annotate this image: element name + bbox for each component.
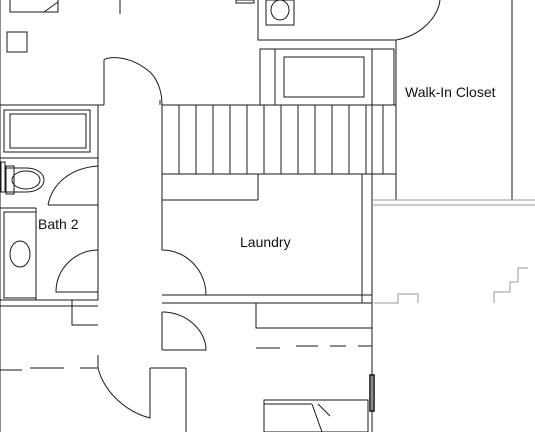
upper-right-door (395, 0, 441, 49)
lower-left-walls (0, 300, 187, 432)
bath-vanity (0, 109, 98, 159)
bath-2-label: Bath 2 (38, 216, 79, 232)
bath-toilet (0, 161, 45, 195)
laundry-label: Laundry (240, 234, 291, 250)
bath-tub (0, 208, 98, 301)
hall-doors (55, 57, 207, 419)
right-side-outline (372, 199, 535, 304)
upper-tub (259, 48, 395, 106)
laundry-room (161, 174, 372, 350)
bath-door (0, 165, 99, 209)
upper-toilet (235, 0, 396, 41)
left-wall (0, 0, 105, 432)
staircase (161, 104, 397, 175)
top-left-fixture (6, 0, 121, 53)
walk-in-closet-label: Walk-In Closet (405, 84, 496, 100)
lower-bedroom (255, 303, 375, 432)
